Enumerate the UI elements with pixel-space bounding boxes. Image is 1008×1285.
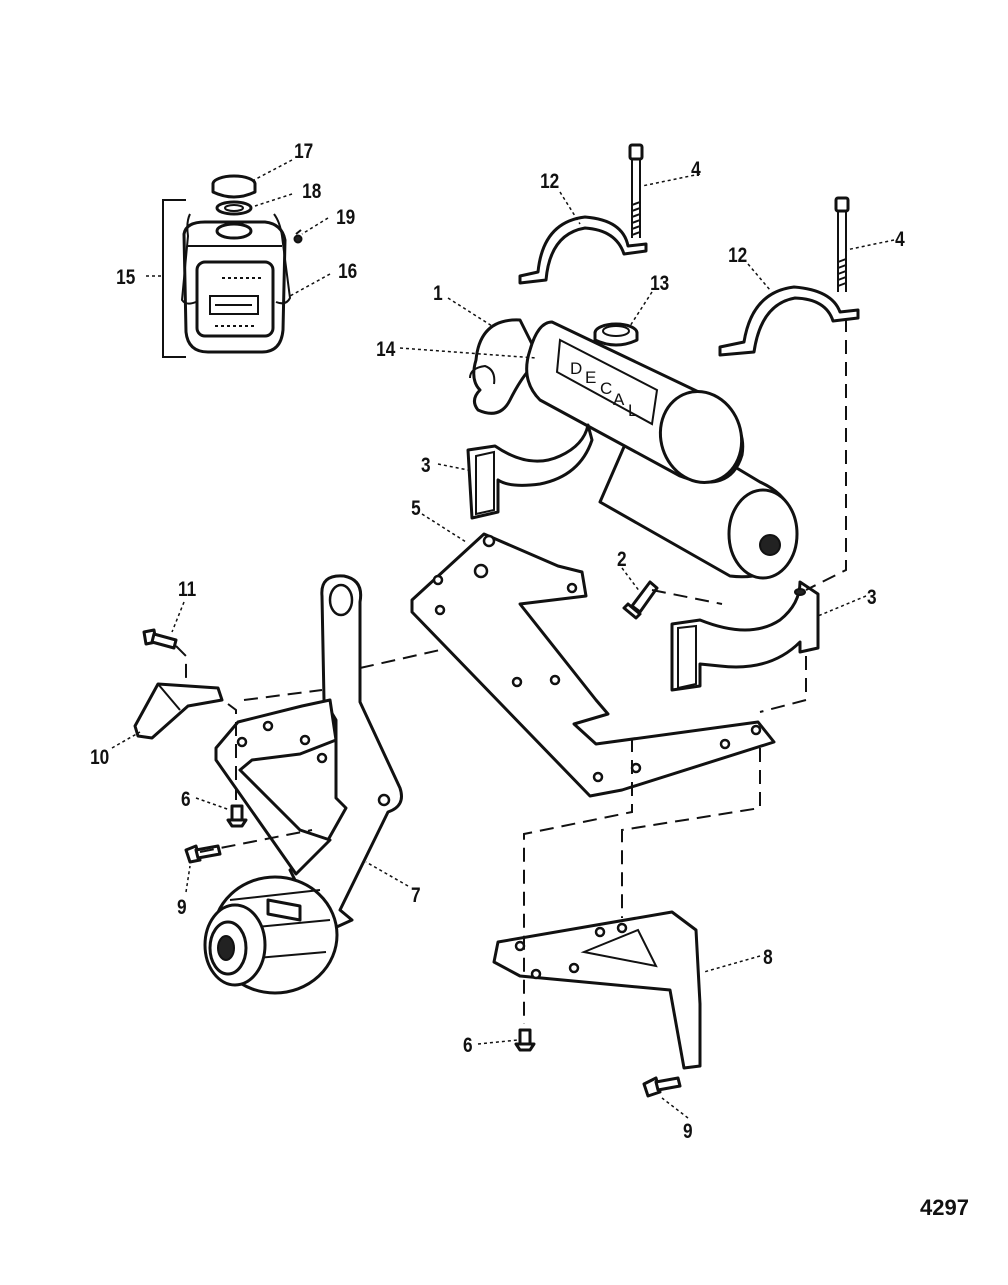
figure-number: 4297	[920, 1195, 969, 1220]
saddle-mount-right	[670, 580, 820, 692]
callout-11: 11	[178, 579, 196, 602]
callout-12: 12	[540, 171, 559, 194]
saddle-mount-left	[466, 423, 594, 520]
decal-letter: L	[628, 401, 637, 420]
assembly-lines	[175, 318, 847, 1024]
decal-letter: D	[570, 359, 582, 378]
callout-13: 13	[650, 273, 669, 296]
reservoir-tank	[182, 220, 287, 354]
rear-bracket	[492, 910, 702, 1070]
decal-letter: C	[600, 379, 612, 398]
mounting-plate	[410, 532, 776, 798]
screw-6-left	[226, 804, 248, 828]
callout-15: 15	[116, 267, 135, 290]
callout-7: 7	[411, 885, 421, 908]
coolant-reservoir-assembly	[162, 174, 303, 358]
callout-4: 4	[895, 229, 905, 252]
callout-2: 2	[617, 549, 627, 572]
bolt-11	[142, 628, 178, 650]
callout-5: 5	[411, 498, 421, 521]
bracket-plate-left	[214, 698, 338, 876]
callout-3: 3	[421, 455, 431, 478]
clamp-strap-left	[518, 215, 648, 285]
reservoir-screw	[293, 229, 303, 244]
callout-16: 16	[338, 261, 357, 284]
clamp-strap-right	[718, 285, 860, 357]
screw-6-right	[514, 1028, 536, 1052]
mounting-bolt-right	[834, 196, 850, 292]
reservoir-cap	[211, 174, 257, 199]
alternator	[203, 875, 339, 995]
callout-18: 18	[302, 181, 321, 204]
callout-10: 10	[90, 747, 109, 770]
support-bracket-10	[133, 682, 224, 740]
decal-letter: A	[613, 390, 625, 409]
callout-9: 9	[683, 1121, 693, 1144]
group-bracket-15	[162, 199, 186, 358]
callout-3: 3	[867, 587, 877, 610]
bolt-9-left	[184, 844, 222, 864]
callout-labels: 17 18 19 15 16 12 4 12 4 1 13 14 3 5 2 3…	[90, 141, 905, 1144]
decal-panel	[555, 338, 659, 426]
callout-12: 12	[728, 245, 747, 268]
callout-19: 19	[336, 207, 355, 230]
fill-cap	[593, 322, 639, 347]
leader-lines	[111, 159, 895, 1119]
heat-exchanger: D E C A L	[469, 318, 799, 580]
callout-17: 17	[294, 141, 313, 164]
reservoir-mounting-strap	[180, 213, 292, 305]
screw-2	[622, 580, 659, 620]
decal-letter: E	[585, 368, 596, 387]
callout-9: 9	[177, 897, 187, 920]
callout-6: 6	[181, 789, 191, 812]
callout-1: 1	[433, 283, 443, 306]
callout-14: 14	[376, 339, 395, 362]
callout-6: 6	[463, 1035, 473, 1058]
bolt-9-right	[642, 1076, 682, 1098]
callout-8: 8	[763, 947, 773, 970]
callout-4: 4	[691, 159, 701, 182]
mounting-bolt-left	[628, 143, 644, 238]
reservoir-cap-seal	[215, 200, 253, 216]
